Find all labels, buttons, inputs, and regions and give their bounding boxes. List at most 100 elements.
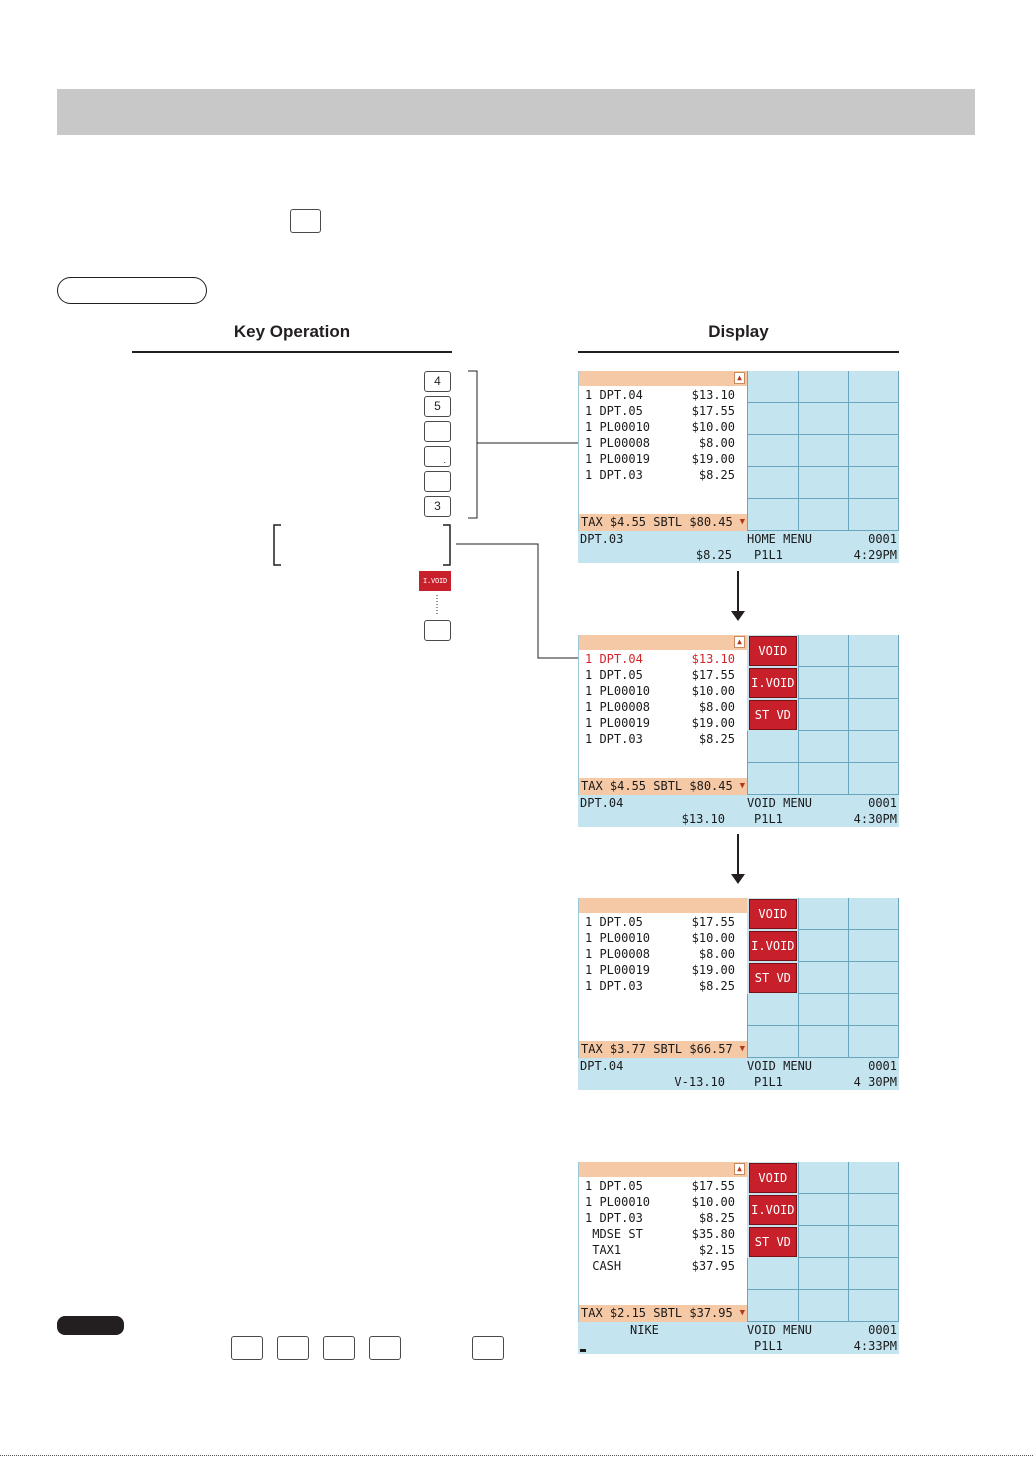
menu-key[interactable] [848, 1226, 899, 1258]
menu-key[interactable] [797, 667, 849, 699]
note-tag [57, 1316, 124, 1335]
menu-key[interactable] [797, 435, 849, 467]
st-vd-button[interactable]: ST VD [749, 1227, 797, 1257]
key-5[interactable]: 5 [424, 396, 451, 417]
key-blank-a[interactable] [424, 421, 451, 442]
menu-key[interactable] [797, 731, 849, 763]
scroll-down-icon[interactable]: ▼ [739, 781, 745, 791]
menu-key[interactable] [848, 467, 899, 499]
status-bar: DPT.04 VOID MENU 0001 $13.10 P1L1 4:30PM [578, 795, 899, 827]
menu-key[interactable] [848, 994, 899, 1026]
menu-key[interactable] [848, 898, 899, 930]
menu-key[interactable] [797, 1258, 849, 1290]
menu-key[interactable] [848, 930, 899, 962]
status-number: 0001 [868, 1323, 897, 1337]
menu-key[interactable] [797, 962, 849, 994]
st-vd-button[interactable]: ST VD [749, 700, 797, 730]
menu-key[interactable] [848, 962, 899, 994]
ivoid-button[interactable]: I.VOID [749, 931, 797, 961]
menu-key[interactable] [747, 1258, 798, 1290]
inline-key-icon [290, 209, 321, 233]
pos-screen-2: ▲ 1 DPT.04$13.10 1 DPT.05$17.55 1 PL0001… [578, 635, 899, 827]
scroll-down-icon[interactable]: ▼ [739, 1044, 745, 1054]
menu-key[interactable] [797, 898, 849, 930]
st-vd-button[interactable]: ST VD [749, 963, 797, 993]
menu-key[interactable] [747, 403, 798, 435]
receipt-line: 1 DPT.03$8.25 [585, 979, 735, 993]
menu-key[interactable] [848, 435, 899, 467]
menu-key[interactable] [797, 1162, 849, 1194]
menu-key[interactable] [797, 635, 849, 667]
menu-key[interactable] [848, 1162, 899, 1194]
menu-key[interactable] [848, 1194, 899, 1226]
void-button[interactable]: VOID [749, 636, 797, 666]
status-bar: DPT.03 HOME MENU 0001 $8.25 P1L1 4:29PM [578, 531, 899, 563]
receipt-line: 1 DPT.05$17.55 [585, 668, 735, 682]
menu-key[interactable] [797, 1290, 849, 1322]
key-4[interactable]: 4 [424, 371, 451, 392]
menu-key-grid: VOID I.VOID ST VD [747, 635, 899, 795]
menu-key[interactable] [797, 930, 849, 962]
menu-key[interactable] [848, 635, 899, 667]
menu-key[interactable] [797, 699, 849, 731]
note-key-3 [323, 1336, 355, 1360]
menu-key[interactable] [797, 1194, 849, 1226]
scroll-up-icon[interactable]: ▲ [734, 636, 745, 648]
menu-key[interactable] [797, 499, 849, 531]
menu-key[interactable] [848, 699, 899, 731]
void-button[interactable]: VOID [749, 1163, 797, 1193]
menu-key[interactable] [848, 731, 899, 763]
menu-key[interactable] [747, 1026, 798, 1058]
note-key-5 [472, 1336, 504, 1360]
menu-key[interactable] [848, 667, 899, 699]
key-dot[interactable]: . [424, 446, 451, 467]
key-dot-mark: . [443, 455, 446, 465]
bracket-left [273, 524, 281, 566]
scroll-up-icon[interactable]: ▲ [734, 1163, 745, 1175]
menu-key[interactable] [797, 763, 849, 795]
status-time: 4:29PM [853, 548, 897, 562]
receipt-area: ▲ 1 DPT.04$13.10 1 DPT.05$17.55 1 PL0001… [578, 635, 748, 795]
down-arrow-1 [731, 571, 745, 621]
menu-key[interactable] [848, 763, 899, 795]
status-number: 0001 [868, 532, 897, 546]
menu-key[interactable] [848, 1026, 899, 1058]
status-menu: VOID MENU [747, 796, 813, 810]
menu-key[interactable] [747, 435, 798, 467]
menu-key[interactable] [848, 1258, 899, 1290]
menu-key[interactable] [797, 467, 849, 499]
key-3[interactable]: 3 [424, 496, 451, 517]
menu-key[interactable] [848, 403, 899, 435]
menu-key[interactable] [797, 403, 849, 435]
menu-key[interactable] [797, 1026, 849, 1058]
scroll-down-icon[interactable]: ▼ [739, 517, 745, 527]
menu-key[interactable] [747, 731, 798, 763]
menu-key[interactable] [747, 994, 798, 1026]
note-key-4 [369, 1336, 401, 1360]
key-blank-b[interactable] [424, 471, 451, 492]
menu-key[interactable] [747, 371, 798, 403]
key-blank-final[interactable] [424, 620, 451, 641]
ivoid-key[interactable]: I.VOID [419, 571, 451, 591]
menu-key[interactable] [797, 371, 849, 403]
menu-key[interactable] [747, 499, 798, 531]
ivoid-button[interactable]: I.VOID [749, 668, 797, 698]
menu-key[interactable] [848, 1290, 899, 1322]
scroll-down-icon[interactable]: ▼ [739, 1308, 745, 1318]
scroll-up-icon[interactable]: ▲ [734, 372, 745, 384]
note-key-2 [277, 1336, 309, 1360]
menu-key[interactable] [747, 467, 798, 499]
pos-screen-4: ▲ 1 DPT.05$17.55 1 PL00010$10.00 1 DPT.0… [578, 1162, 899, 1354]
menu-key[interactable] [797, 1226, 849, 1258]
menu-key[interactable] [797, 994, 849, 1026]
menu-key[interactable] [747, 1290, 798, 1322]
menu-key[interactable] [747, 763, 798, 795]
status-bar: DPT.04 VOID MENU 0001 V-13.10 P1L1 4 30P… [578, 1058, 899, 1090]
ivoid-button[interactable]: I.VOID [749, 1195, 797, 1225]
receipt-top-bar: ▲ [579, 1162, 748, 1177]
brace-right [468, 370, 478, 519]
menu-key[interactable] [848, 499, 899, 531]
void-button[interactable]: VOID [749, 899, 797, 929]
menu-key[interactable] [848, 371, 899, 403]
receipt-line: 1 DPT.03$8.25 [585, 1211, 735, 1225]
